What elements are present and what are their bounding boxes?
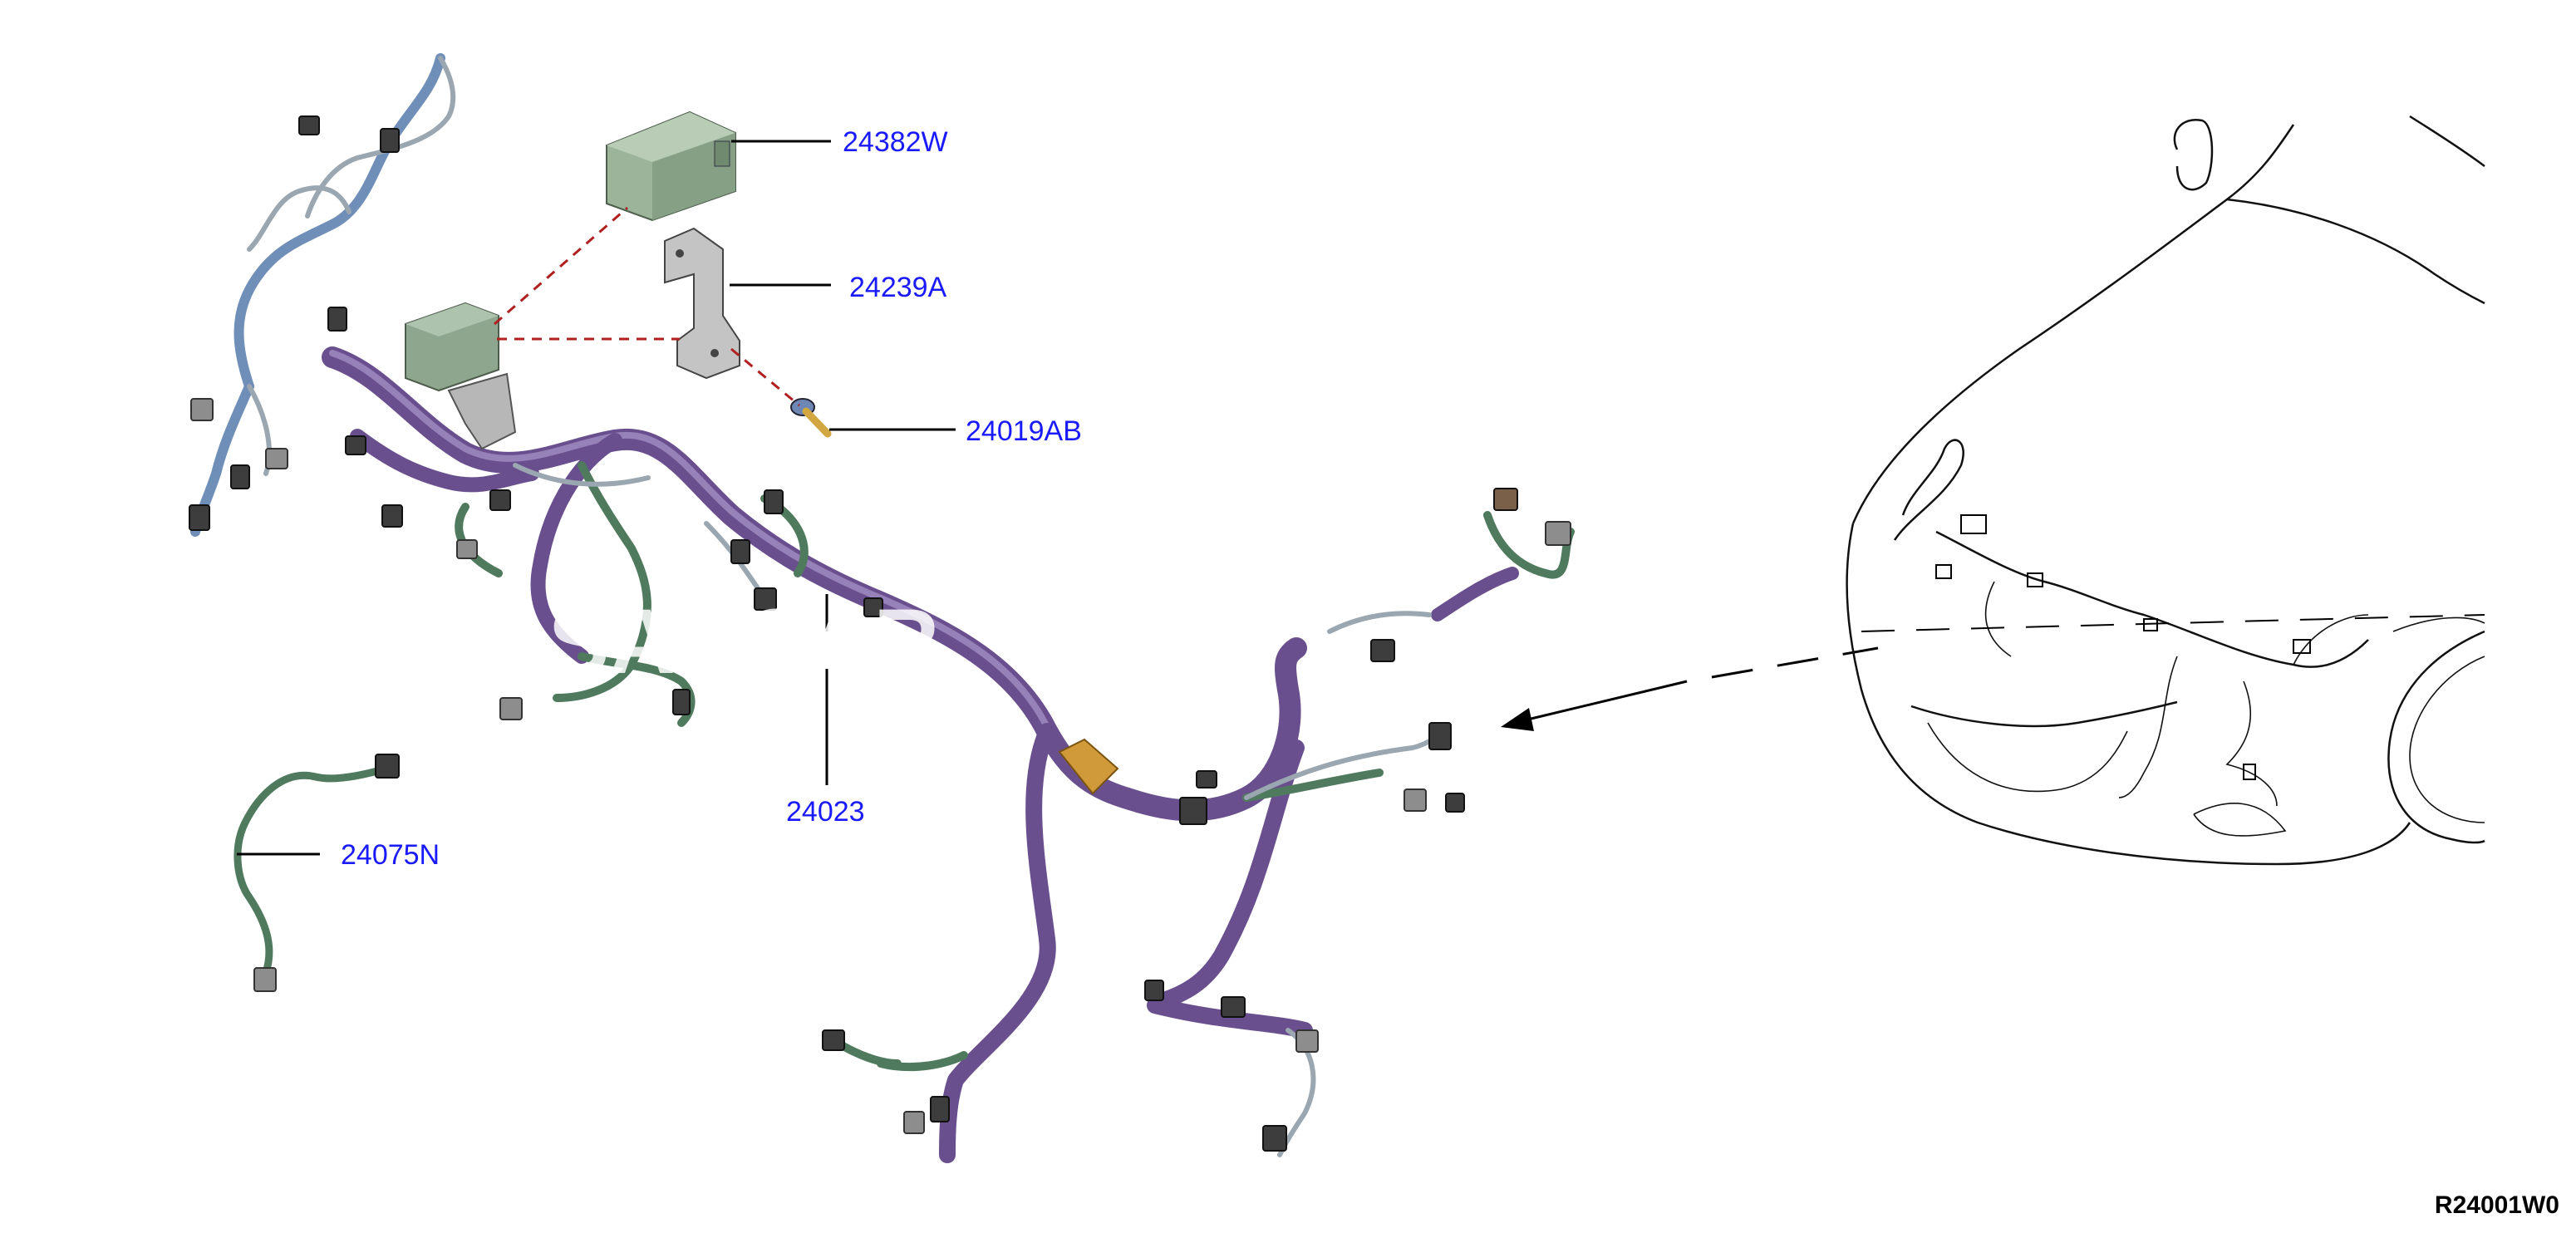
relay-box-installed[interactable] — [405, 302, 517, 450]
connector-icon — [822, 1029, 845, 1051]
connector-icon — [1221, 996, 1246, 1018]
connector-icon — [764, 489, 784, 514]
connector-icon — [456, 539, 478, 559]
part-label-24023[interactable]: 24023 — [786, 796, 865, 828]
connector-icon — [730, 539, 750, 564]
connector-icon — [1445, 793, 1465, 813]
connector-icon — [345, 435, 366, 455]
figure-code: R24001W0 — [2435, 1191, 2559, 1219]
bolt-part-24019AB[interactable] — [790, 398, 832, 438]
part-label-24239A[interactable]: 24239A — [849, 272, 947, 303]
connector-icon — [265, 448, 288, 469]
connector-icon — [1196, 770, 1217, 788]
connector-icon — [1295, 1029, 1319, 1053]
connector-icon — [1370, 639, 1395, 662]
connector-icon — [1493, 488, 1518, 511]
connector-icon — [375, 754, 400, 779]
connector-icon — [930, 1096, 950, 1122]
connector-icon — [1262, 1125, 1287, 1152]
assembly-dashed-links — [494, 206, 800, 407]
connector-icon — [672, 689, 691, 715]
part-label-24019AB[interactable]: 24019AB — [966, 415, 1082, 447]
leader-lines — [237, 140, 956, 856]
harness-junction-clip — [1058, 738, 1119, 795]
connector-icon — [863, 597, 883, 617]
connector-icon — [253, 967, 277, 992]
connector-icon — [381, 504, 403, 528]
connector-icon — [1545, 521, 1571, 546]
relay-box-part-24382W[interactable] — [606, 111, 736, 222]
connector-icon — [754, 587, 777, 611]
connector-icon — [230, 464, 250, 489]
connector-icon — [189, 504, 210, 531]
main-engine-room-harness[interactable] — [189, 53, 1575, 1163]
connector-icon — [190, 398, 214, 421]
part-label-24382W[interactable]: 24382W — [843, 126, 948, 158]
connector-icon — [499, 697, 523, 720]
watermark-text: SAUCAR — [548, 591, 940, 693]
bracket-part-24239A[interactable] — [664, 227, 740, 380]
connector-icon — [489, 489, 511, 511]
connector-icon — [298, 115, 320, 135]
sub-harness-part-24075N[interactable] — [234, 754, 400, 992]
connector-icon — [903, 1111, 925, 1134]
vehicle-locator-sketch — [1846, 115, 2485, 866]
connector-icon — [380, 128, 400, 153]
connector-icon — [1428, 722, 1452, 750]
part-label-24075N[interactable]: 24075N — [341, 839, 440, 871]
connector-icon — [1404, 788, 1427, 812]
connector-icon — [327, 307, 347, 332]
locator-arrow — [1501, 646, 1879, 731]
connector-icon — [1179, 797, 1207, 825]
connector-icon — [1144, 980, 1164, 1001]
